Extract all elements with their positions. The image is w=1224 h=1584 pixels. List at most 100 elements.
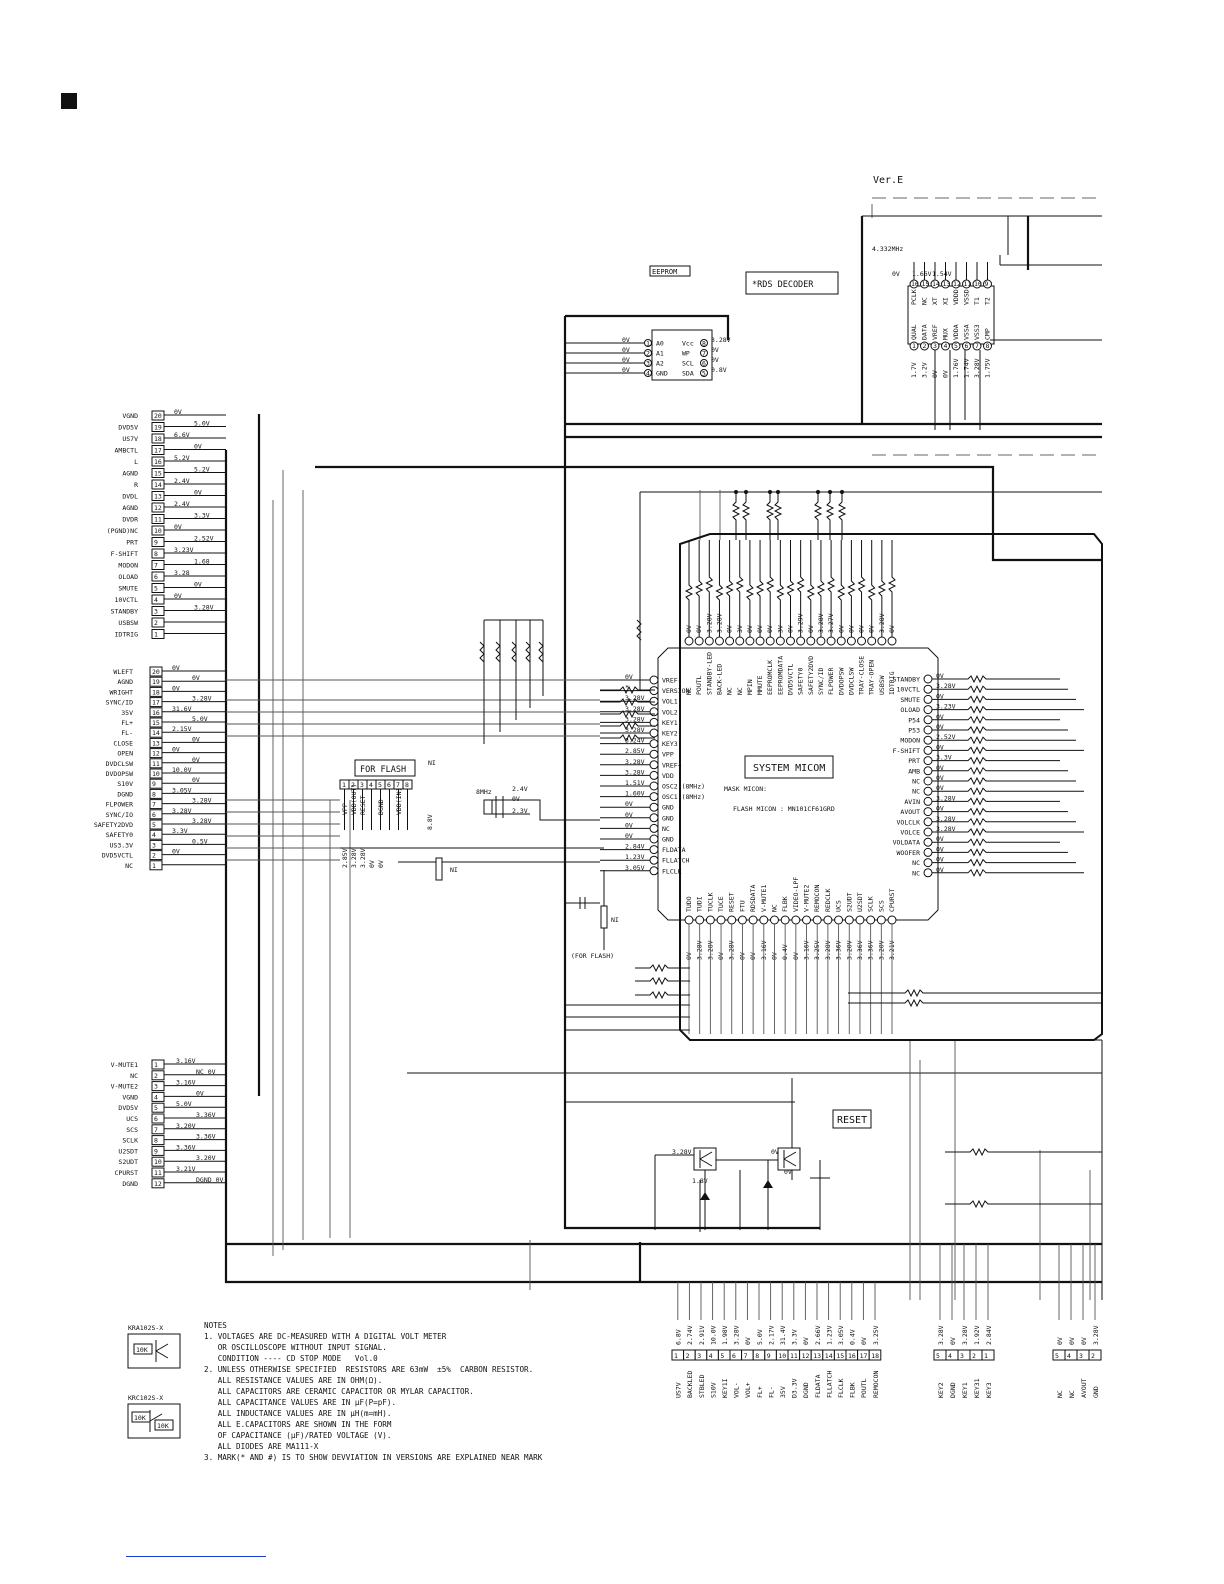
conn-b-pin-number: 3 (152, 841, 156, 849)
conn-c-pin-number: 10 (154, 1158, 162, 1166)
bconn1-voltage: 2.74V (686, 1325, 694, 1345)
eeprom-pin-number: 3 (646, 360, 650, 368)
conn-a-pin-number: 5 (154, 585, 158, 593)
micom-left-pin-label: VOL2 (662, 708, 678, 716)
rds-pin-label: T1 (973, 297, 981, 305)
crystal-8mhz-label: 8MHz (476, 788, 492, 796)
bconn1-voltage: 1.23V (825, 1325, 833, 1345)
micom-right-voltage: 0V (936, 743, 944, 751)
micom-bottom-pin-label: SCS (877, 900, 885, 912)
conn-a-label: R (134, 481, 138, 489)
pullup-resistor (825, 492, 835, 540)
eeprom-voltage: 0V (711, 346, 719, 354)
eeprom-voltage: 0V (622, 366, 630, 374)
conn-a-label: F-SHIFT (111, 550, 138, 558)
eeprom-pin-number: 4 (646, 370, 650, 378)
conn-c-pin-number: 4 (154, 1093, 158, 1101)
eeprom-pin-number: 6 (702, 360, 706, 368)
bconn1-pin-number: 14 (825, 1352, 833, 1360)
flash-ni-b: NI (611, 916, 619, 924)
conn-c-label: DGND (122, 1180, 138, 1188)
notes-line-4: 2. UNLESS OTHERWISE SPECIFIED RESISTORS … (204, 1365, 534, 1374)
micom-right-voltage: 0V (936, 723, 944, 731)
micom-bottom-pin-label: V-MUTE2 (803, 885, 811, 912)
conn-c-voltage: 3.36V (196, 1133, 216, 1141)
rds-pin (909, 341, 919, 351)
conn-b-pin-number: 10 (152, 770, 160, 778)
micom-left-pin-label: GND (662, 814, 674, 822)
micom-left-pin-label: OSC1 (8MHz) (662, 793, 705, 801)
micom-right-pin-label: WOOFER (897, 849, 921, 857)
conn-c-pin-number: 12 (154, 1180, 162, 1188)
bottom-connector-1: 16.8VUS7V22.74VBACKLED32.91VSTBLED410.0V… (671, 1282, 882, 1398)
conn-a-label: AGND (122, 470, 138, 478)
bconn2-pin-number: 4 (948, 1352, 952, 1360)
eeprom-pin (700, 349, 708, 357)
svg-text:2.3V: 2.3V (512, 807, 528, 815)
micom-top-pin-label: BACK-LED (715, 664, 723, 695)
conn-b-pin-number: 15 (152, 719, 160, 727)
notes-line-9: ALL E.CAPACITORS ARE SHOWN IN THE FORM (204, 1420, 392, 1429)
rds-pin-number: 2 (923, 342, 927, 350)
rds-pin-label: CMP (984, 328, 992, 340)
flash-pin-number: 1 (342, 781, 346, 789)
notes-line-1: 1. VOLTAGES ARE DC-MEASURED WITH A DIGIT… (204, 1332, 447, 1341)
micom-right-voltage: 2.52V (936, 733, 956, 741)
micom-top-pin (765, 636, 775, 646)
system-micom: SYSTEM MICOM MASK MICON: FLASH MICON : M… (600, 490, 1103, 1041)
micom-left-pin (649, 728, 659, 738)
bconn1-pin-number: 18 (871, 1352, 879, 1360)
notes-line-6: ALL CAPACITORS ARE CERAMIC CAPACITOR OR … (204, 1387, 474, 1396)
micom-right-pin (923, 796, 933, 806)
micom-top-pin-label: FLPOWER (827, 668, 835, 695)
eeprom-pin (644, 359, 652, 367)
micom-right-pin (923, 868, 933, 878)
micom-left-pin (649, 739, 659, 749)
micom-top-wire (715, 540, 724, 637)
rds-voltage: 0V (942, 370, 950, 378)
micom-top-pin-label: POUTL (695, 675, 703, 695)
micom-right-voltage: 3.28V (936, 794, 956, 802)
micom-top-pin-label: NC (685, 687, 693, 695)
rds-pin-number: 3 (933, 342, 937, 350)
conn-b-voltage: 2.15V (172, 725, 192, 733)
micom-right-pin (923, 827, 933, 837)
footer-link-underline[interactable] (126, 1556, 266, 1557)
rds-pin-label: NC (921, 297, 929, 305)
micom-right-pin-label: NC (912, 859, 920, 867)
conn-b-pin-number: 12 (152, 750, 160, 758)
micom-right-wire (932, 756, 1060, 765)
svg-text:0V: 0V (784, 1168, 792, 1176)
micom-bottom-pin (737, 915, 747, 925)
conn-c-label: SCS (126, 1126, 138, 1134)
bconn3-voltage: 0V (1068, 1337, 1076, 1345)
pullup-resistor (741, 492, 751, 540)
eeprom-pin-number: 8 (702, 340, 706, 348)
micom-top-pin (694, 636, 704, 646)
notes-line-8: ALL INDUCTANCE VALUES ARE IN μH(m=mH). (204, 1409, 392, 1418)
flash-pin-number: 2 (351, 781, 355, 789)
micom-left-pin (649, 845, 659, 855)
conn-b-pin-number: 18 (152, 688, 160, 696)
eeprom-pin-label: SCL (682, 360, 694, 368)
bconn1-voltage: 0.4V (849, 1329, 857, 1345)
svg-text:1.8V: 1.8V (692, 1177, 708, 1185)
rds-pin-label: QUAL (910, 324, 918, 340)
pullup-resistor (765, 492, 775, 540)
bconn2-label: KEY2 (937, 1382, 945, 1398)
micom-top-pin-label: TRAY-CLOSE (858, 656, 866, 695)
notes-line-2: OR OSCILLOSCOPE WITHOUT INPUT SIGNAL. (204, 1343, 387, 1352)
micom-left-voltage: 1.51V (625, 779, 645, 787)
micom-left-voltage: 3.28V (625, 768, 645, 776)
bconn1-voltage: 5.0V (756, 1329, 764, 1345)
rds-pin-number: 12 (953, 280, 961, 288)
micom-right-pin-label: P53 (908, 727, 920, 735)
conn-a-voltage: 5.0V (194, 420, 210, 428)
conn-c-pin-number: 9 (154, 1147, 158, 1155)
bconn1-label: VOL- (733, 1382, 741, 1398)
conn-b-pin-number: 2 (152, 852, 156, 860)
conn-b-voltage: 0.5V (192, 837, 208, 845)
rds-voltage: 3.28V (973, 358, 981, 378)
